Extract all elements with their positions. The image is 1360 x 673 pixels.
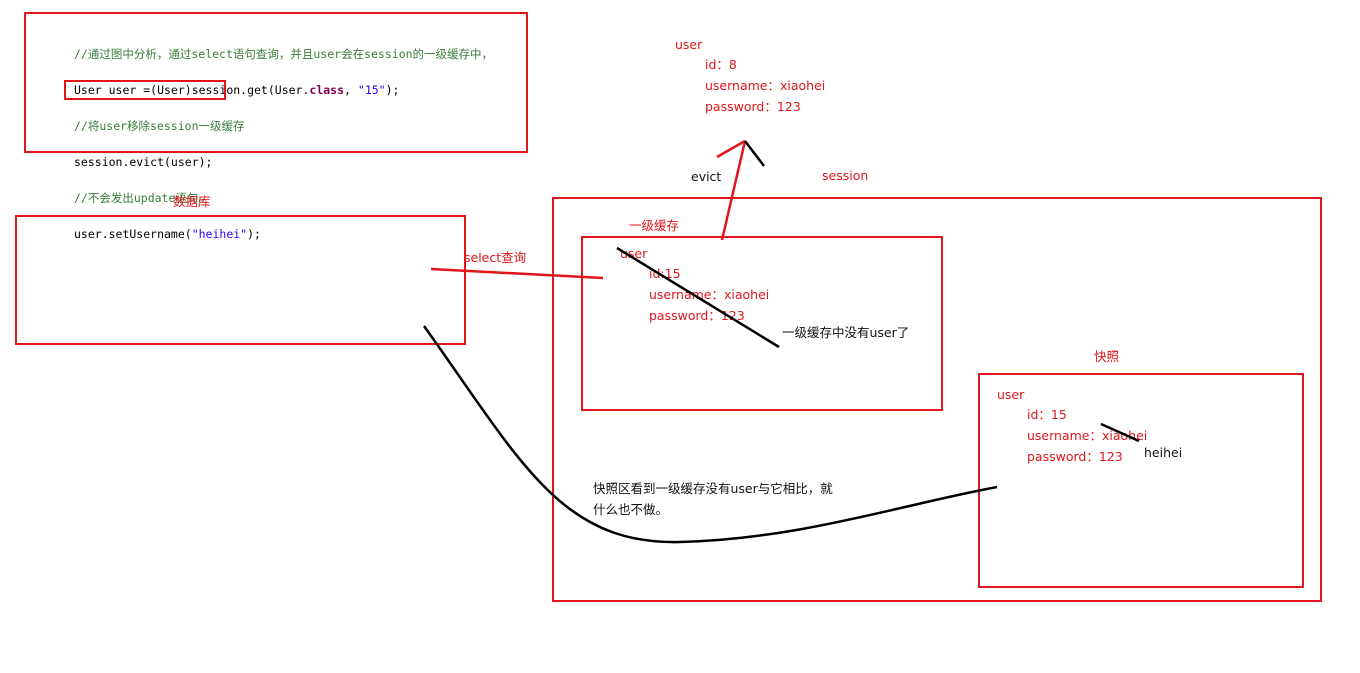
database-label: 数据库 (173, 194, 211, 209)
evicted-user-password: password：123 (705, 99, 801, 114)
code-comment-2: //将user移除session一级缓存 (74, 119, 245, 133)
code-line-evict: session.evict(user); (74, 155, 213, 169)
snapshot-user-title: user (997, 387, 1025, 402)
snapshot-box (978, 373, 1304, 588)
evict-arrow-head-right (744, 140, 765, 167)
code-line-get: User user =(User)session.get(User.class,… (74, 81, 493, 99)
evicted-user-username: username：xiaohei (705, 78, 826, 93)
snapshot-user-id: id：15 (1027, 407, 1067, 422)
first-level-cache-box (581, 236, 943, 411)
heihei-label: heihei (1144, 445, 1183, 460)
snapshot-label: 快照 (1094, 349, 1120, 364)
cache-user-title: user (620, 246, 648, 261)
cache-user-username: username：xiaohei (649, 287, 770, 302)
evict-arrow (720, 140, 747, 241)
code-comment-3: //不会发出update语句。 (74, 191, 210, 205)
evict-highlight-box (64, 80, 226, 100)
code-line-setusername: user.setUsername("heihei"); (74, 225, 493, 243)
cache-empty-note: 一级缓存中没有user了 (782, 325, 910, 340)
first-level-cache-label: 一级缓存 (629, 218, 680, 233)
code-set-part1: user.setUsername( (74, 227, 192, 241)
session-label: session (822, 168, 869, 183)
code-string-15: "15" (357, 83, 386, 97)
snapshot-user-password: password：123 (1027, 449, 1123, 464)
session-box (552, 197, 1322, 602)
select-query-label: select查询 (464, 250, 527, 265)
cache-user-id: id:15 (649, 266, 681, 281)
snapshot-note-line2: 什么也不做。 (593, 502, 669, 517)
code-set-part2: ); (247, 227, 261, 241)
code-get-part2: , (344, 83, 358, 97)
snapshot-note-line1: 快照区看到一级缓存没有user与它相比，就 (593, 481, 833, 496)
database-box (15, 215, 466, 345)
evicted-user-title: user (675, 37, 703, 52)
code-get-part1: User user =(User)session.get(User. (74, 83, 310, 97)
cache-strike-line (616, 246, 780, 349)
code-panel (24, 12, 528, 153)
code-get-part3: ); (385, 83, 400, 97)
code-keyword-class: class (309, 83, 345, 97)
snapshot-compare-curve (422, 325, 998, 544)
code-string-heihei: "heihei" (191, 227, 248, 241)
code-comment-1: //通过图中分析，通过select语句查询，并且user会在session的一级… (74, 47, 494, 61)
snapshot-strike-line (1100, 422, 1140, 443)
select-query-arrow (430, 267, 604, 280)
evicted-user-id: id：8 (705, 57, 737, 72)
code-block: //通过图中分析，通过select语句查询，并且user会在session的一级… (74, 27, 493, 261)
evict-arrow-head-left (716, 139, 746, 159)
evict-label: evict (691, 169, 722, 184)
